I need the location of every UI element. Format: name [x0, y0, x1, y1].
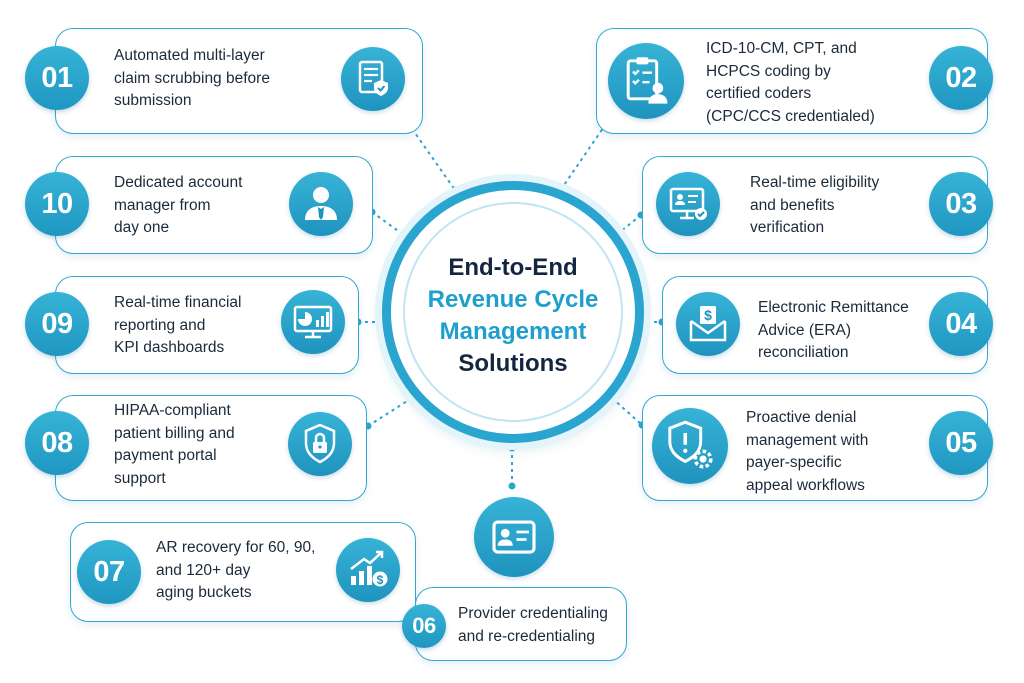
item-number-03: 03 — [929, 172, 993, 236]
item-text-06: Provider credentialing and re-credential… — [458, 605, 608, 645]
hub-title-line1: End-to-End — [448, 254, 578, 281]
document-shield-icon — [341, 47, 405, 111]
item-text-02: ICD-10-CM, CPT, and HCPCS coding by cert… — [706, 40, 875, 125]
item-text-04: Electronic Remittance Advice (ERA) recon… — [758, 299, 909, 361]
account-manager-icon — [289, 172, 353, 236]
monitor-id-check-icon — [656, 172, 720, 236]
item-text-07: AR recovery for 60, 90, and 120+ day agi… — [156, 539, 316, 601]
item-number-02: 02 — [929, 46, 993, 110]
svg-text:$: $ — [704, 307, 712, 323]
hub-title: End-to-End Revenue Cycle Management Solu… — [391, 252, 635, 380]
central-hub: End-to-End Revenue Cycle Management Solu… — [382, 181, 644, 443]
item-text-03: Real-time eligibility and benefits verif… — [750, 174, 880, 236]
item-text-09: Real-time financial reporting and KPI da… — [114, 294, 242, 356]
hub-inner-ring — [403, 202, 623, 422]
clipboard-checklist-user-icon — [608, 43, 684, 119]
item-number-06: 06 — [402, 604, 446, 648]
item-number-04: 04 — [929, 292, 993, 356]
item-number-07: 07 — [77, 540, 141, 604]
id-card-icon — [474, 497, 554, 577]
item-number-01: 01 — [25, 46, 89, 110]
alert-shield-gear-icon — [652, 408, 728, 484]
growth-chart-dollar-icon: $ — [336, 538, 400, 602]
item-number-10: 10 — [25, 172, 89, 236]
hub-title-line2: Revenue Cycle — [427, 286, 599, 313]
item-number-05: 05 — [929, 411, 993, 475]
hub-title-line4: Solutions — [458, 350, 568, 377]
item-text-10: Dedicated account manager from day one — [114, 174, 243, 236]
item-text-05: Proactive denial management with payer-s… — [746, 409, 869, 494]
item-card-06 — [415, 587, 627, 661]
item-text-01: Automated multi-layer claim scrubbing be… — [114, 47, 270, 109]
dollar-envelope-icon: $ — [676, 292, 740, 356]
item-number-08: 08 — [25, 411, 89, 475]
shield-lock-icon — [288, 412, 352, 476]
svg-text:$: $ — [377, 573, 384, 587]
hub-title-line3: Management — [439, 318, 587, 345]
item-text-08: HIPAA-compliant patient billing and paym… — [114, 402, 235, 487]
item-number-09: 09 — [25, 292, 89, 356]
monitor-dashboard-icon — [281, 290, 345, 354]
